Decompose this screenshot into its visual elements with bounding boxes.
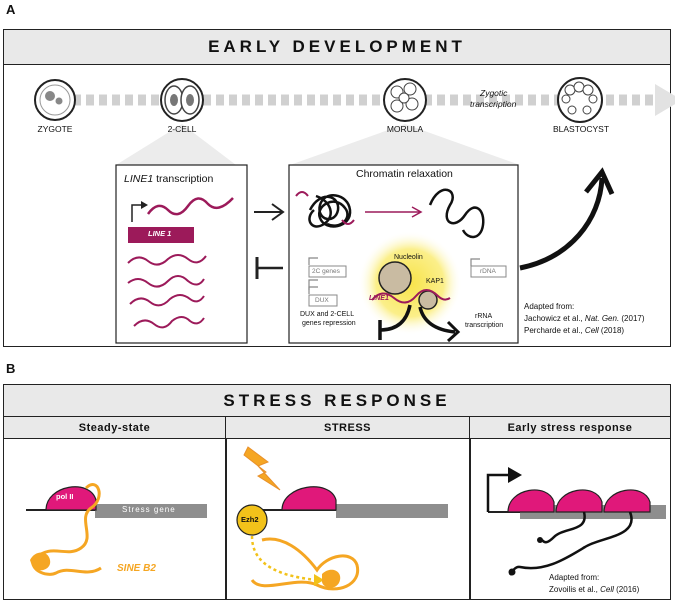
ref-b-line2: Zovoilis et al., Cell (2016) (549, 585, 640, 594)
line1-rna-label: LINE1 (369, 295, 389, 302)
line1-gene-box (128, 227, 194, 243)
stage-label-2-cell: 2-CELL (167, 124, 197, 134)
pol-ii-label: pol II (56, 492, 74, 501)
zygotic-label: Zygotic (480, 88, 508, 98)
stress-gene-label: Stress gene (122, 505, 176, 514)
transcription-label: transcription (470, 99, 517, 109)
column-stress: STRESS (226, 417, 470, 439)
stage-label-morula: MORULA (386, 124, 424, 134)
repression-label-1: DUX and 2-CELL (300, 311, 355, 318)
rrna-label-1: rRNA (475, 313, 493, 320)
line1-title-rest: transcription (153, 173, 214, 185)
rdna-label: rDNA (480, 268, 496, 275)
column-steady-state: Steady-state (4, 417, 226, 439)
panel-b-letter: B (6, 361, 16, 376)
panel-a-reference: Adapted from: Jachowicz et al., Nat. Gen… (524, 301, 645, 337)
line1-title-italic: LINE1 (124, 173, 154, 185)
column-divider-2 (469, 439, 471, 599)
nucleolin-protein-icon (378, 261, 412, 295)
ref-b-line1: Adapted from: (549, 573, 600, 582)
line1-box-title: LINE1 transcription (124, 173, 213, 185)
inhibition-arrow-icon (255, 257, 283, 279)
pol-ii-early-2 (555, 489, 603, 513)
column-early-stress-response: Early stress response (470, 417, 670, 439)
panel-b-title: STRESS RESPONSE (4, 385, 670, 417)
panel-b-reference: Adapted from: Zovoilis et al., Cell (201… (549, 572, 639, 596)
blastocyst-icon (557, 77, 603, 123)
panel-a-letter: A (6, 2, 16, 17)
column-divider-1 (225, 439, 227, 599)
zygote-cell-icon (34, 79, 76, 121)
ref-a-line1: Adapted from: (524, 302, 575, 311)
panel-a-title: EARLY DEVELOPMENT (4, 30, 670, 65)
ref-a-line2: Jachowicz et al., Nat. Gen. (2017) (524, 314, 645, 323)
morula-icon (383, 78, 427, 122)
growth-arrow-icon (519, 177, 605, 271)
two-cell-embryo-icon (160, 78, 204, 122)
pol-ii-early-3 (603, 489, 651, 513)
ezh2-label: Ezh2 (241, 515, 259, 524)
chromatin-box-title: Chromatin relaxation (356, 168, 453, 180)
ref-a-line3: Percharde et al., Cell (2018) (524, 326, 625, 335)
lightning-bolt-icon (243, 446, 281, 491)
nucleolin-label: Nucleolin (394, 254, 423, 261)
pol-ii-early-1 (507, 489, 555, 513)
kap1-label: KAP1 (426, 278, 444, 285)
relaxed-chromatin-icon (428, 188, 485, 239)
ezh2-icon (236, 504, 268, 536)
activation-arrow-icon (254, 203, 285, 221)
condensed-chromatin-icon (308, 194, 352, 228)
pol-ii-stress-icon (281, 486, 337, 511)
panel-a-frame (3, 29, 671, 347)
sine-b2-label: SINE B2 (117, 563, 156, 574)
gene-dux-label: DUX (315, 297, 329, 304)
repression-label-2: genes repression (302, 320, 356, 327)
stage-label-blastocyst: BLASTOCYST (552, 124, 610, 134)
gene-2c-label: 2C genes (312, 268, 340, 275)
panel-b-frame (3, 384, 671, 600)
rrna-label-2: transcription (465, 322, 504, 329)
line1-gene-label: LINE 1 (148, 229, 172, 238)
stage-label-zygote: ZYGOTE (37, 124, 73, 134)
pol-ii-steady-icon (45, 486, 97, 511)
